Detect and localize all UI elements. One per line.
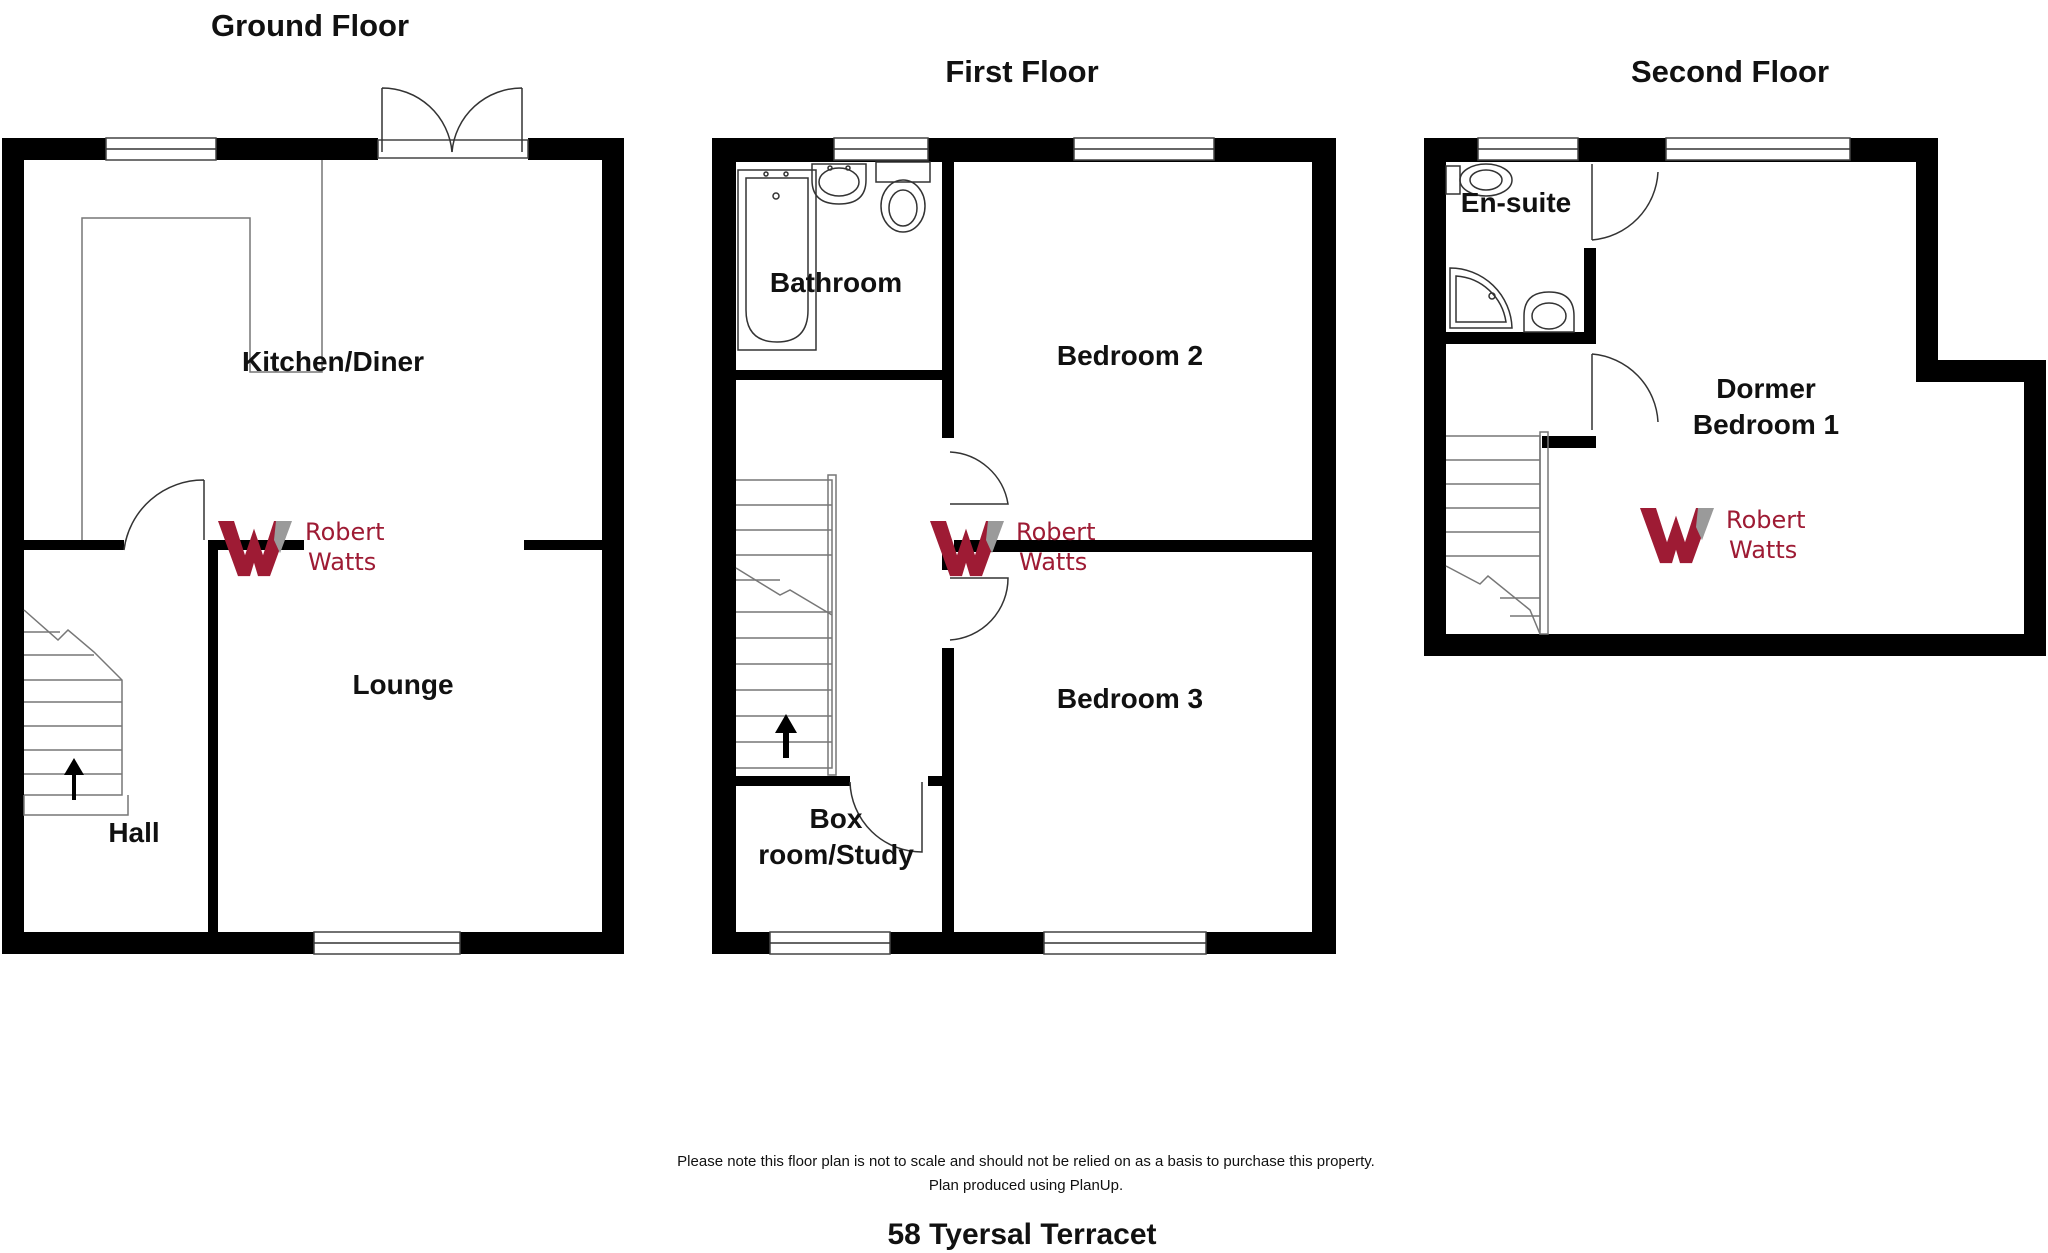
disclaimer-text: Please note this floor plan is not to sc…: [677, 1153, 1375, 1170]
watermark-line2: Watts: [1729, 536, 1797, 564]
room-label-dormer-line1: Dormer: [1716, 373, 1816, 404]
watermark-line1: Robert: [1016, 518, 1096, 546]
watermark-line1: Robert: [1726, 506, 1806, 534]
toilet-icon: [875, 161, 931, 233]
watermark-line2: Watts: [1019, 548, 1087, 576]
second-floor-plan: En-suite Dormer Bedroom 1 Robert Watts: [1424, 137, 2046, 656]
room-label-hall: Hall: [108, 817, 159, 848]
room-label-bedroom-2: Bedroom 2: [1057, 340, 1203, 371]
ground-floor-title: Ground Floor: [211, 8, 409, 43]
room-label-bathroom: Bathroom: [770, 267, 902, 298]
rw-logo-icon: [218, 521, 292, 577]
sink-icon: [1523, 291, 1575, 333]
room-label-lounge: Lounge: [352, 669, 453, 700]
sink-icon: [811, 163, 867, 205]
room-label-kitchen-diner: Kitchen/Diner: [242, 346, 424, 377]
shower-icon: [1449, 267, 1513, 329]
room-label-dormer-line2: Bedroom 1: [1693, 409, 1839, 440]
ground-floor-plan: Kitchen/Diner Lounge Hall Robert Watts: [2, 87, 624, 955]
watermark-line1: Robert: [305, 518, 385, 546]
bath-icon: [737, 169, 817, 351]
room-label-bedroom-3: Bedroom 3: [1057, 683, 1203, 714]
room-label-box-room-line1: Box: [810, 803, 863, 834]
produced-by-text: Plan produced using PlanUp.: [929, 1177, 1123, 1194]
first-floor-title: First Floor: [945, 54, 1098, 89]
room-label-en-suite: En-suite: [1461, 187, 1571, 218]
property-address: 58 Tyersal Terracet: [887, 1218, 1156, 1251]
first-floor-plan: Bathroom Bedroom 2 Bedroom 3 Box room/St…: [712, 137, 1336, 955]
rw-logo-icon: [1640, 508, 1714, 564]
rw-logo-icon: [930, 521, 1004, 577]
toilet-icon: [1445, 163, 1513, 197]
watermark-line2: Watts: [308, 548, 376, 576]
room-label-box-room-line2: room/Study: [758, 839, 914, 870]
second-floor-title: Second Floor: [1631, 54, 1829, 89]
